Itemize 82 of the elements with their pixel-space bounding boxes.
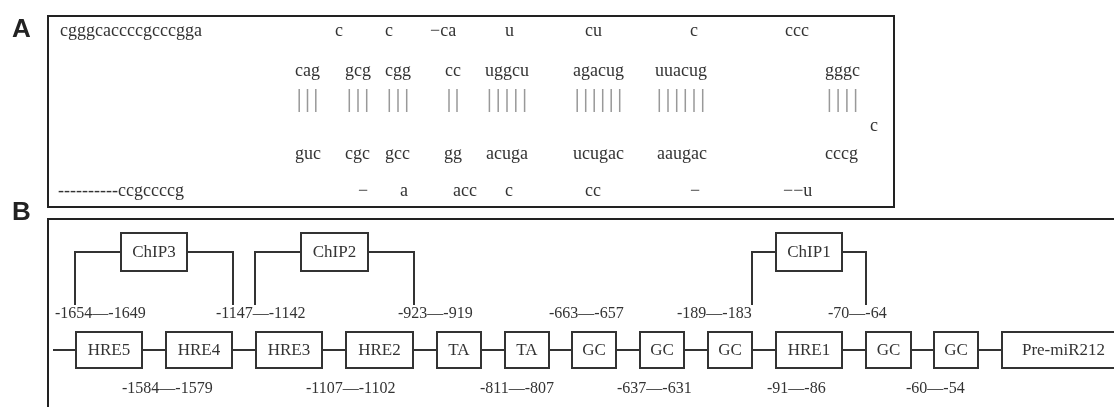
- position-label: -1584—-1579: [122, 378, 213, 398]
- position-label: -1107—-1102: [306, 378, 396, 398]
- connector-line: [52, 349, 76, 351]
- bracket-line: [842, 251, 867, 306]
- sequence-text: −: [358, 180, 369, 200]
- sequence-text: uggcu: [485, 60, 529, 80]
- sequence-text: c: [385, 20, 393, 40]
- element-box: ChIP1: [775, 232, 843, 272]
- position-label: -189—-183: [677, 303, 752, 323]
- element-box: TA: [436, 331, 482, 369]
- connector-line: [911, 349, 934, 351]
- element-box: HRE2: [345, 331, 414, 369]
- connector-line: [232, 349, 256, 351]
- sequence-text: cu: [585, 20, 602, 40]
- connector-line: [322, 349, 346, 351]
- sequence-text: −: [690, 180, 701, 200]
- element-box: HRE5: [75, 331, 143, 369]
- sequence-text: gcc: [385, 143, 410, 163]
- position-label: -663—-657: [549, 303, 624, 323]
- connector-line: [752, 349, 776, 351]
- element-box: Pre-miR212: [1001, 331, 1114, 369]
- sequence-text: acuga: [486, 143, 528, 163]
- sequence-text: aaugac: [657, 143, 707, 163]
- sequence-text: c: [870, 115, 878, 135]
- sequence-text: agacug: [573, 60, 624, 80]
- sequence-text: cccg: [825, 143, 858, 163]
- sequence-text: u: [505, 20, 514, 40]
- bracket-line: [187, 251, 234, 306]
- bracket-line: [74, 251, 121, 306]
- position-label: -811—-807: [480, 378, 555, 398]
- connector-line: [413, 349, 437, 351]
- element-box: ChIP3: [120, 232, 188, 272]
- sequence-text: uuacug: [655, 60, 707, 80]
- connector-line: [142, 349, 166, 351]
- element-box: GC: [933, 331, 979, 369]
- connector-line: [616, 349, 640, 351]
- connector-line: [684, 349, 708, 351]
- sequence-text: ucugac: [573, 143, 624, 163]
- bracket-line: [751, 251, 776, 306]
- sequence-text: c: [690, 20, 698, 40]
- panel-letter: A: [12, 13, 31, 43]
- connector-line: [481, 349, 505, 351]
- element-box: TA: [504, 331, 550, 369]
- sequence-text: gcg: [345, 60, 371, 80]
- sequence-text: cc: [585, 180, 601, 200]
- element-box: ChIP2: [300, 232, 369, 272]
- sequence-text: cgc: [345, 143, 370, 163]
- sequence-text: c: [335, 20, 343, 40]
- connector-line: [978, 349, 1002, 351]
- sequence-text: cgggcaccccgcccgga: [60, 20, 202, 40]
- panel-letter: B: [12, 196, 31, 226]
- position-label: -70—-64: [828, 303, 887, 323]
- connector-line: [842, 349, 866, 351]
- bracket-line: [254, 251, 301, 306]
- position-label: -1654—-1649: [55, 303, 146, 323]
- position-label: -1147—-1142: [216, 303, 306, 323]
- sequence-text: −−u: [783, 180, 813, 200]
- sequence-text: ----------ccgccccg: [58, 180, 184, 200]
- element-box: HRE1: [775, 331, 843, 369]
- position-label: -923—-919: [398, 303, 473, 323]
- position-label: -91—-86: [767, 378, 826, 398]
- sequence-text: cgg: [385, 60, 411, 80]
- element-box: GC: [639, 331, 685, 369]
- position-label: -60—-54: [906, 378, 965, 398]
- sequence-text: gg: [444, 143, 462, 163]
- connector-line: [549, 349, 572, 351]
- bracket-line: [368, 251, 415, 306]
- element-box: GC: [865, 331, 912, 369]
- sequence-text: a: [400, 180, 408, 200]
- element-box: GC: [571, 331, 617, 369]
- sequence-text: gggc: [825, 60, 860, 80]
- sequence-text: acc: [453, 180, 477, 200]
- position-label: -637—-631: [617, 378, 692, 398]
- element-box: HRE4: [165, 331, 233, 369]
- sequence-text: cag: [295, 60, 320, 80]
- element-box: GC: [707, 331, 753, 369]
- element-box: HRE3: [255, 331, 323, 369]
- sequence-text: ccc: [785, 20, 809, 40]
- sequence-text: cc: [445, 60, 461, 80]
- sequence-text: −ca: [430, 20, 457, 40]
- sequence-text: c: [505, 180, 513, 200]
- sequence-text: guc: [295, 143, 321, 163]
